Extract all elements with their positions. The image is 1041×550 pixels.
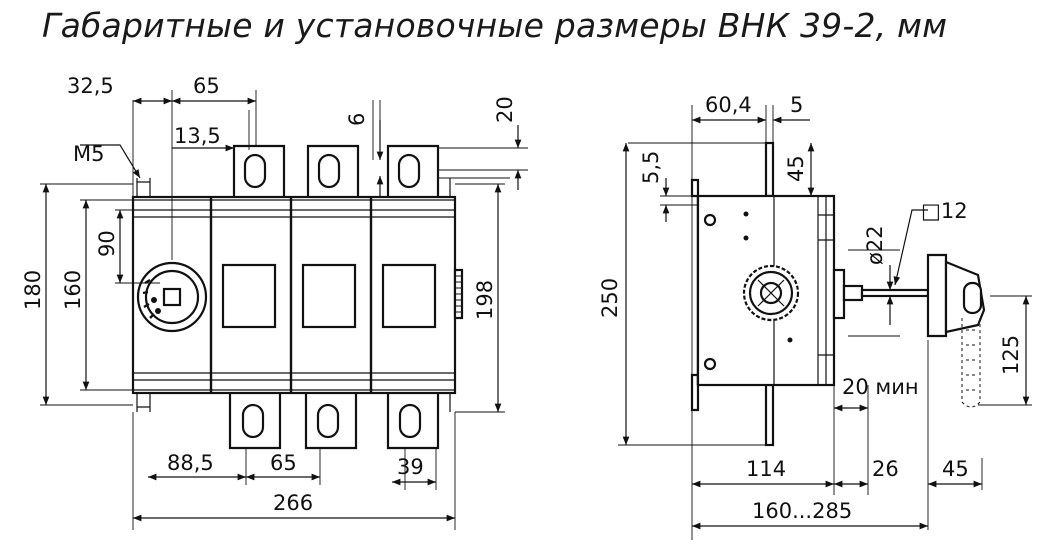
dim-label-13-5: 13,5 — [174, 124, 221, 148]
dim-label-12: □12 — [921, 199, 968, 223]
dim-label-26: 26 — [872, 457, 899, 481]
dim-label-160-285: 160...285 — [752, 499, 852, 523]
rotary-drive — [136, 261, 208, 333]
dim-label-250: 250 — [598, 278, 622, 318]
dim-label-20: 20 — [493, 96, 517, 123]
dim-label-180: 180 — [21, 270, 45, 310]
gear — [742, 264, 800, 322]
pole-window-2 — [301, 263, 357, 329]
label-m5: M5 — [73, 142, 104, 166]
dim-label-45-bottom: 45 — [942, 457, 969, 481]
dim-label-39: 39 — [397, 455, 424, 479]
dim-label-6: 6 — [345, 113, 369, 126]
front-view: 32,5 65 13,5 6 20 M5 90 180 160 198 88,5… — [21, 74, 528, 530]
top-terminals — [232, 144, 440, 197]
bottom-terminals — [228, 393, 440, 450]
dim-label-32-5: 32,5 — [67, 74, 114, 98]
dim-label-90: 90 — [95, 230, 119, 257]
pole-window-1 — [221, 263, 277, 329]
dim-label-5: 5 — [790, 93, 803, 117]
dim-label-22: ø22 — [863, 225, 887, 265]
dim-label-65-bottom: 65 — [270, 451, 297, 475]
pole-window-3 — [381, 263, 437, 329]
dim-label-5-5: 5,5 — [639, 151, 663, 184]
dim-label-266: 266 — [273, 491, 313, 515]
handle — [926, 253, 986, 408]
dim-label-198: 198 — [473, 280, 497, 320]
dim-label-125: 125 — [999, 335, 1023, 375]
side-view: 60,4 5 5,5 45 ø22 □12 250 125 20 мин 114… — [598, 93, 1032, 540]
dim-label-114: 114 — [746, 457, 786, 481]
dim-label-60-4: 60,4 — [705, 93, 752, 117]
dim-label-160: 160 — [61, 270, 85, 310]
dim-label-65-top: 65 — [193, 74, 220, 98]
dim-label-88-5: 88,5 — [167, 451, 214, 475]
dim-label-45-top: 45 — [784, 155, 808, 182]
drawing-title: Габаритные и установочные размеры ВНК 39… — [42, 6, 948, 45]
dim-label-20-min: 20 мин — [842, 375, 919, 399]
